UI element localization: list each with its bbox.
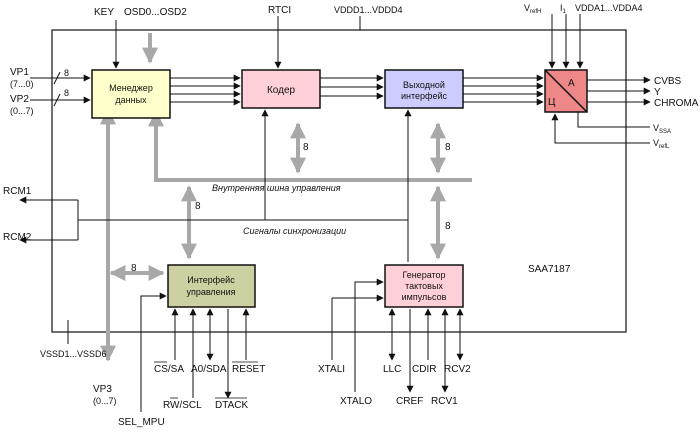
encoder-block <box>241 69 321 109</box>
vp2-range-label: (0...7) <box>10 106 34 116</box>
clock-generator-block <box>384 264 464 308</box>
control-bus-width: 8 <box>195 201 201 212</box>
control-interface-label-2: управления <box>186 287 235 297</box>
dac-block: А Ц <box>544 69 588 113</box>
sel-mpu-pin-label: SEL_MPU <box>118 417 165 428</box>
output-bus-width: 8 <box>445 142 451 153</box>
clock-generator-label-2: тактовых <box>405 281 443 291</box>
encoder-label: Кодер <box>267 85 296 96</box>
rcm2-pin-label: RCM2 <box>3 232 32 243</box>
xtali-pin-label: XTALI <box>318 364 345 375</box>
signal-lines <box>19 14 651 412</box>
vp2-width-label: 8 <box>64 88 69 98</box>
vrefl-pin-label: VrefL <box>653 138 670 150</box>
llc-pin-label: LLC <box>383 364 401 375</box>
vp3-pin-label: VP3 <box>93 384 112 395</box>
dac-digital-label: Ц <box>548 97 556 108</box>
osd-pin-label: OSD0...OSD2 <box>124 7 187 18</box>
chroma-pin-label: CHROMA <box>654 98 699 109</box>
vp1-width-label: 8 <box>64 68 69 78</box>
vdda-pin-label: VDDA1...VDDA4 <box>575 3 643 13</box>
key-pin-label: KEY <box>94 7 114 18</box>
data-manager-label-2: данных <box>115 95 147 105</box>
internal-control-bus <box>100 33 472 362</box>
a0-sda-pin-label: A0/SDA <box>191 364 227 375</box>
cref-pin-label: CREF <box>396 396 423 407</box>
encoder-bus-width: 8 <box>303 142 309 153</box>
sync-signals-label: Сигналы синхронизации <box>243 226 346 236</box>
output-interface-block <box>384 69 464 109</box>
control-interface-block <box>167 264 256 308</box>
vp2-pin-label: VP2 <box>10 94 29 105</box>
vddd-pin-label: VDDD1...VDDD4 <box>334 5 403 15</box>
rtci-pin-label: RTCI <box>268 5 291 16</box>
reset-pin-label: RESET <box>232 364 265 375</box>
data-manager-label-1: Менеджер <box>109 83 153 93</box>
rcv2-pin-label: RCV2 <box>444 364 471 375</box>
output-interface-label-2: интерфейс <box>401 91 447 101</box>
clock-generator-label-1: Генератор <box>402 270 445 280</box>
clock-bus-width: 8 <box>445 221 451 232</box>
dac-analog-label: А <box>568 78 575 89</box>
cvbs-pin-label: CVBS <box>654 76 682 87</box>
data-manager-block <box>91 69 171 119</box>
output-interface-label-1: Выходной <box>403 80 445 90</box>
i1-pin-label: I1 <box>560 3 567 15</box>
vssd-pin-label: VSSD1...VSSD6 <box>40 349 107 359</box>
vrefh-pin-label: VrefH <box>524 3 541 15</box>
chip-name: SAA7187 <box>528 264 571 275</box>
clock-generator-label-3: импульсов <box>402 292 447 302</box>
chip-outline <box>51 29 627 333</box>
rcm1-pin-label: RCM1 <box>3 186 32 197</box>
cdir-pin-label: CDIR <box>412 364 436 375</box>
cs-sa-pin-label: CS/SA <box>154 364 184 375</box>
vp3-bus-width: 8 <box>131 263 137 274</box>
dtack-pin-label: DTACK <box>215 400 248 411</box>
rcv1-pin-label: RCV1 <box>431 396 458 407</box>
internal-bus-label: Внутренняя шина управления <box>212 183 341 193</box>
y-pin-label: Y <box>654 87 661 98</box>
control-interface-label-1: Интерфейс <box>187 275 235 285</box>
rw-scl-pin-label: RW/SCL <box>163 400 202 411</box>
vp1-pin-label: VP1 <box>10 67 29 78</box>
vp3-range-label: (0...7) <box>93 396 117 406</box>
vp1-range-label: (7...0) <box>10 79 34 89</box>
xtalo-pin-label: XTALO <box>340 396 372 407</box>
vssa-pin-label: VSSA <box>653 123 671 135</box>
